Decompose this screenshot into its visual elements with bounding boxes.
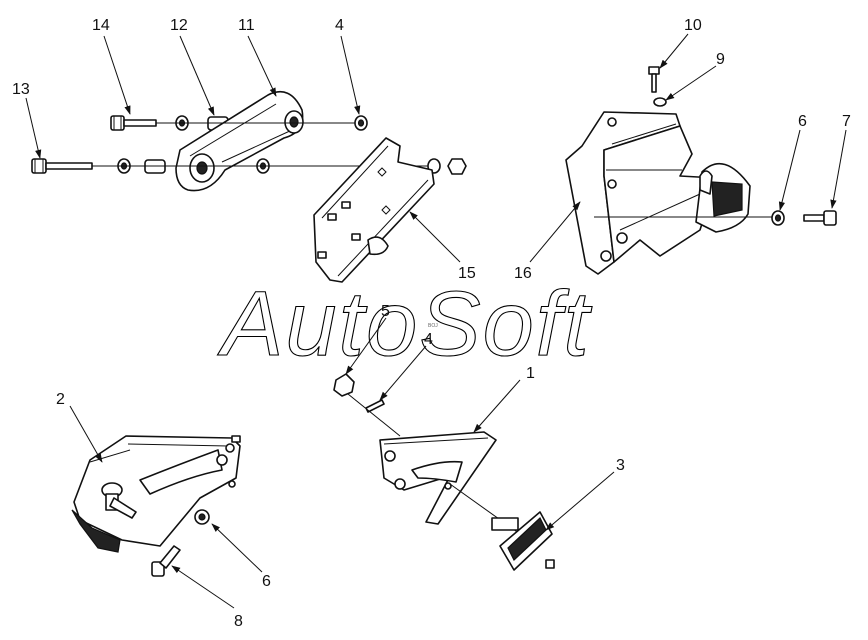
part-3-rubber-mount (491, 511, 555, 571)
part-16-bracket (565, 111, 751, 275)
callout-4-top: 4 (335, 17, 344, 34)
part-13-long-bolt (31, 158, 93, 174)
callout-12: 12 (170, 17, 188, 34)
callout-7: 7 (842, 113, 851, 130)
part-4-shim (365, 399, 385, 413)
part-4-washer-top (354, 115, 368, 131)
callout-11: 11 (238, 17, 255, 34)
part-6-washer-bottom (194, 509, 210, 525)
part-14-short-bolt (110, 115, 157, 131)
callout-9: 9 (716, 51, 725, 68)
part-1-bracket (379, 431, 497, 525)
callout-5: 5 (381, 303, 390, 320)
watermark-autosoft: AutoSoft (217, 273, 592, 375)
part-10-screw (648, 66, 660, 93)
callout-6-right: 6 (798, 113, 807, 130)
callout-10: 10 (684, 17, 702, 34)
part-5-nut (333, 373, 355, 397)
part-6-washer-right (771, 210, 785, 226)
callout-16: 16 (514, 265, 532, 282)
callout-4-bottom: 4 (424, 331, 433, 348)
leader-lines (25, 33, 847, 609)
part-15-plate (313, 137, 435, 283)
callout-1: 1 (526, 365, 535, 382)
callout-3: 3 (616, 457, 625, 474)
callout-14: 14 (92, 17, 110, 34)
part-9-washer (653, 97, 667, 107)
callout-6-bottom: 6 (262, 573, 271, 590)
callout-2: 2 (56, 391, 65, 408)
callout-13: 13 (12, 81, 30, 98)
watermark-small-text: BOJ (428, 323, 438, 329)
part-11-link-arm (175, 91, 304, 192)
callout-labels: 14 12 11 4 13 15 10 9 6 7 16 5 4 1 2 3 6… (12, 17, 851, 630)
part-8-bolt (151, 545, 181, 577)
part-7-bolt (803, 210, 837, 226)
part-2-mount-bracket (71, 435, 241, 553)
part-nut-right (427, 158, 467, 175)
callout-15: 15 (458, 265, 476, 282)
callout-8: 8 (234, 613, 243, 630)
